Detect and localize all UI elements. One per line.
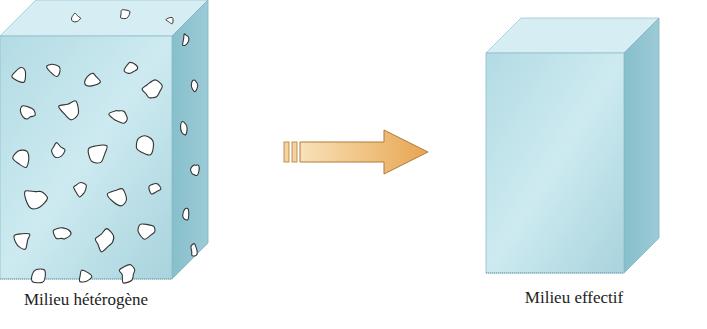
arrow-tail-bar: [284, 142, 289, 162]
cube-drawing: [0, 0, 212, 281]
label-holder: Milieu hétérogène: [0, 0, 172, 310]
block-arrow-group: [284, 130, 428, 174]
cube-front-face: [486, 53, 624, 273]
inclusion: [53, 228, 71, 239]
medium-cube: Milieu hétérogène: [0, 0, 212, 314]
cube-drawing: [486, 18, 662, 275]
medium-cube: Milieu effectif: [486, 18, 662, 312]
inclusion: [79, 270, 91, 282]
inclusion: [13, 150, 29, 167]
inclusion: [181, 122, 188, 135]
block-arrow: [300, 130, 428, 174]
inclusion: [95, 229, 113, 252]
cube-front-face: [0, 36, 172, 279]
inclusion: [74, 182, 87, 196]
inclusion: [20, 106, 35, 119]
inclusion: [166, 17, 173, 23]
inclusion: [191, 244, 197, 256]
inclusions: [12, 10, 199, 283]
inclusion: [72, 13, 81, 22]
inclusion: [191, 165, 200, 176]
label-holder: Milieu effectif: [486, 18, 662, 308]
inclusion: [183, 208, 189, 220]
inclusion: [32, 269, 46, 283]
inclusion: [47, 64, 61, 76]
inclusion: [121, 10, 130, 19]
inclusion: [124, 62, 138, 73]
cube-edge: [486, 272, 624, 273]
medium-label: Milieu hétérogène: [0, 290, 172, 310]
inclusion: [52, 143, 66, 158]
cube-side-face: [172, 0, 208, 279]
inclusion: [142, 80, 162, 98]
inclusion: [85, 73, 101, 86]
cube-top-face: [0, 0, 208, 36]
inclusion: [14, 234, 30, 250]
inclusion: [88, 145, 107, 163]
inclusion: [149, 184, 161, 195]
inclusion: [191, 80, 197, 91]
inclusion: [138, 224, 155, 239]
inclusion: [59, 101, 79, 120]
inclusion: [12, 67, 26, 82]
cube-side-face: [624, 18, 659, 273]
arrow-tail-bar: [292, 142, 297, 162]
inclusion: [107, 189, 126, 206]
inclusion: [25, 191, 48, 209]
inclusion: [136, 136, 153, 155]
inclusion: [119, 265, 135, 284]
medium-label: Milieu effectif: [486, 288, 662, 308]
inclusion: [109, 111, 128, 124]
inclusion: [183, 34, 189, 46]
